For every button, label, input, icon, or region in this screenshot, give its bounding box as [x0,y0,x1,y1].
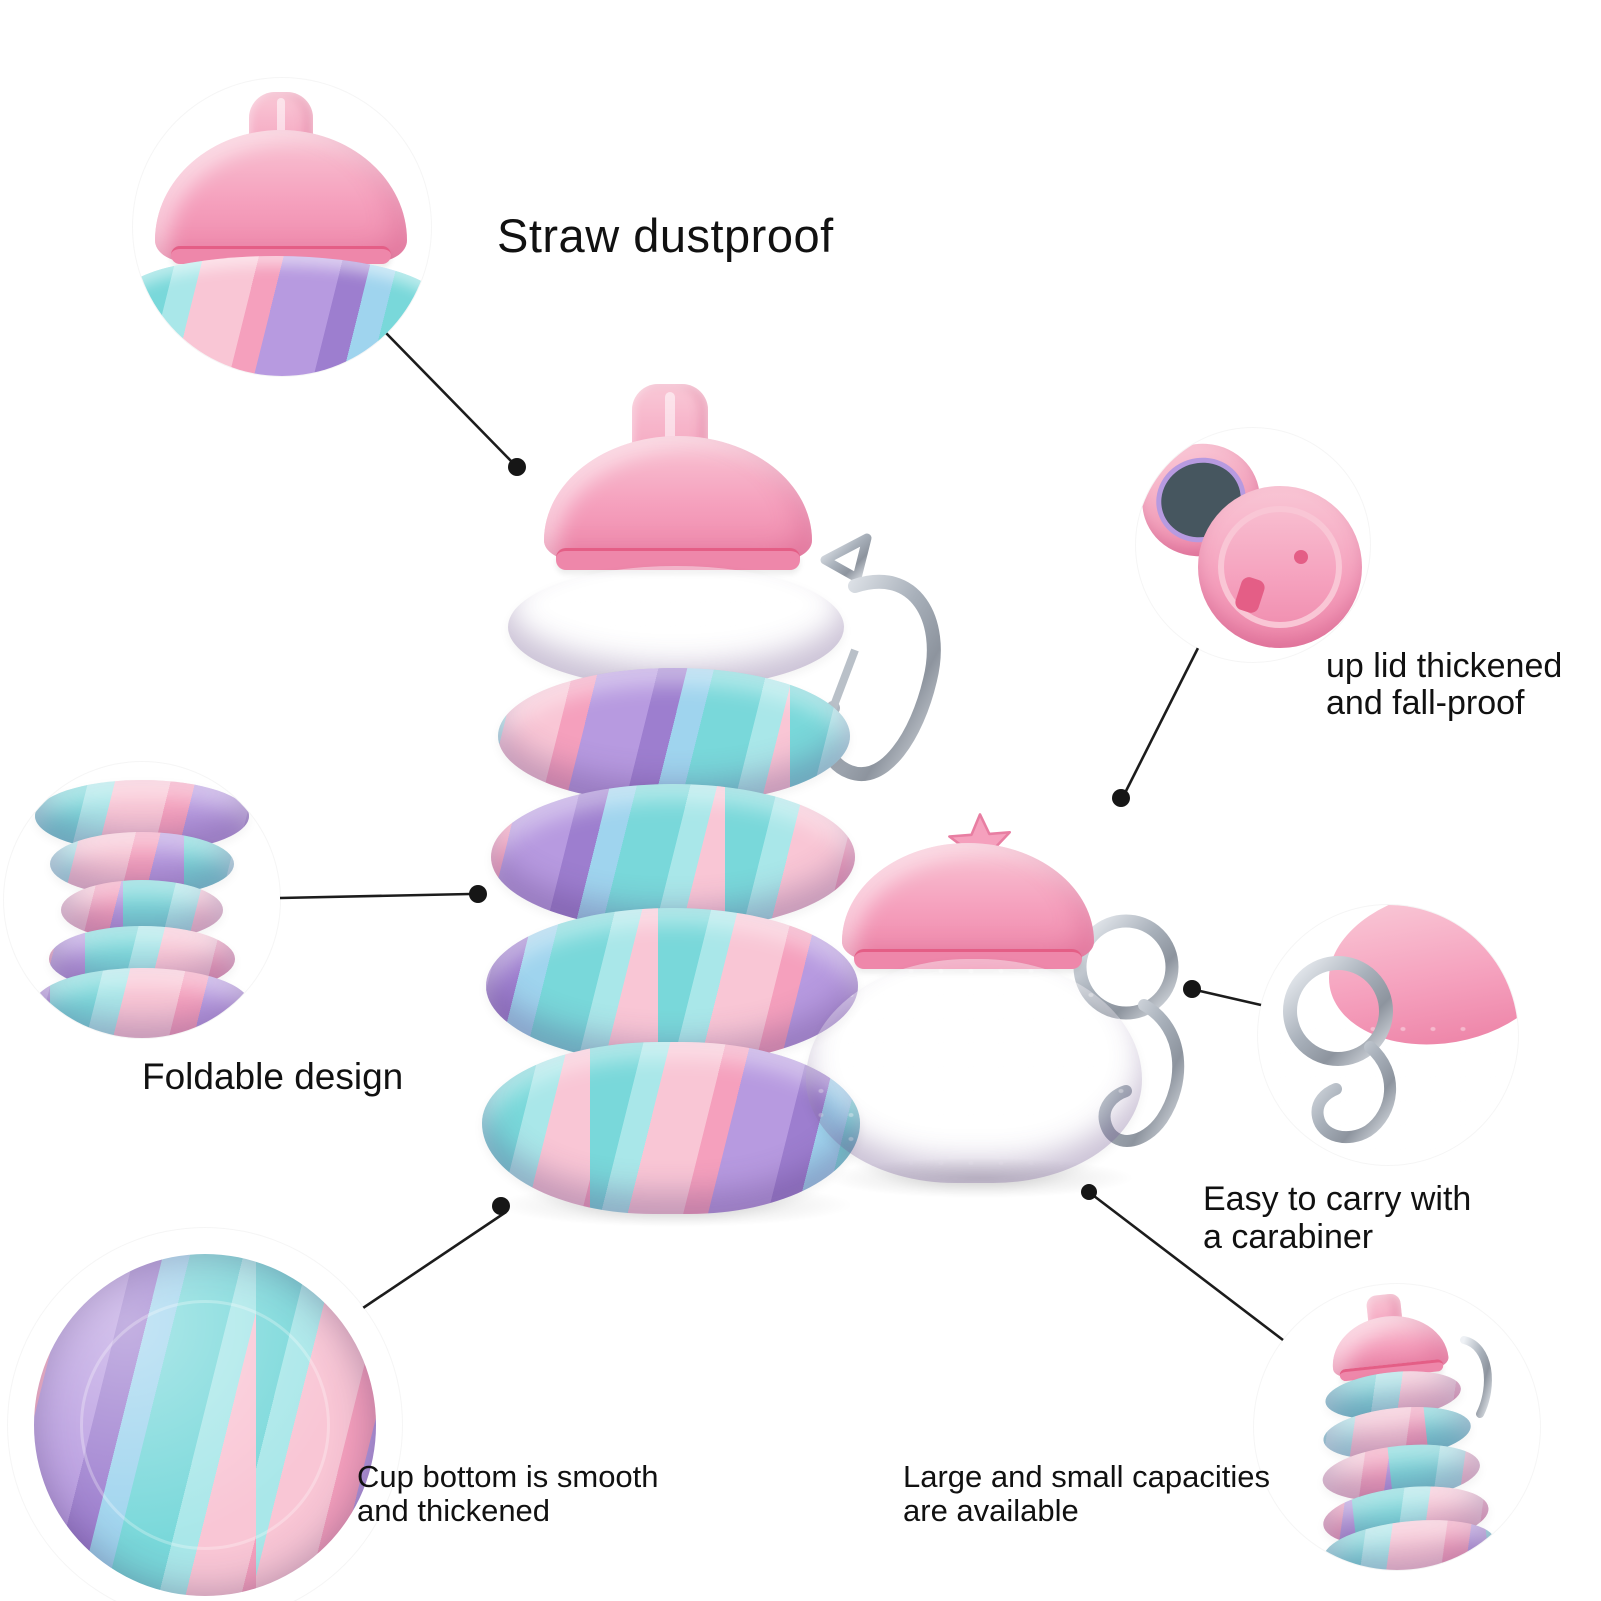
collapsed-bottle [800,805,1220,1205]
callout-dot-bottom [492,1197,510,1215]
callout-dot-lid [1112,789,1130,807]
inset-foldable [4,762,280,1038]
main-bottle [480,382,960,1232]
inset-straw-lid-dome [155,130,407,262]
cup-bottom-ring [80,1300,330,1550]
label-up-lid: up lid thickened and fall-proof [1326,648,1562,722]
main-body-ring-5 [482,1042,860,1214]
callout-dot-capacity [1081,1184,1097,1200]
callout-dot-straw [508,458,526,476]
collapsed-bottle-shadow [820,1157,1140,1199]
fold-ring-5 [34,968,250,1038]
main-body-ring-3 [491,784,855,930]
main-body-ring-4 [486,908,858,1064]
label-cup-bottom-line1: Cup bottom is smooth [357,1459,659,1494]
label-capacities-line1: Large and small capacities [903,1459,1271,1494]
label-capacities: Large and small capacities are available [903,1460,1270,1528]
label-up-lid-line1: up lid thickened [1326,647,1563,685]
callout-line-bottom [362,1210,507,1310]
inset-straw-body [133,256,431,376]
label-up-lid-line2: and fall-proof [1326,684,1525,722]
lid-top [1198,486,1362,648]
inset-cup-bottom [8,1228,402,1601]
label-foldable-text: Foldable design [142,1056,404,1097]
collapsed-lid-rim [854,949,1082,969]
callout-dot-carry [1183,980,1201,998]
label-cup-bottom-line2: and thickened [357,1493,551,1528]
label-easy-carry-line2: a carabiner [1203,1218,1374,1256]
callout-line-capacity [1093,1194,1284,1342]
inset-straw-lid [133,78,431,376]
callout-line-carry [1199,989,1262,1007]
inset-capacities [1254,1284,1540,1570]
label-straw-text: Straw dustproof [497,209,834,262]
inset-open-lid [1136,428,1370,662]
callout-line-foldable [279,892,471,900]
main-lid [544,436,812,561]
callout-dot-foldable [469,885,487,903]
label-straw-dustproof: Straw dustproof [497,208,834,263]
label-easy-carry-line1: Easy to carry with [1203,1180,1472,1218]
label-foldable-design: Foldable design [142,1056,403,1098]
collapsed-body [806,959,1142,1183]
label-easy-carry: Easy to carry with a carabiner [1203,1180,1471,1256]
label-capacities-line2: are available [903,1493,1079,1528]
inset-carabiner-ring-icon [1283,956,1397,1144]
label-cup-bottom: Cup bottom is smooth and thickened [357,1460,659,1528]
main-body-ring-2 [498,668,850,804]
main-body-ring-1 [508,566,844,688]
inset-carabiner [1258,905,1518,1165]
collapsed-lid [842,843,1094,961]
callout-line-lid [1124,647,1200,792]
main-lid-rim [556,548,800,570]
mini-carabiner-icon [1460,1336,1492,1418]
carabiner-ring-icon [1073,914,1185,1147]
